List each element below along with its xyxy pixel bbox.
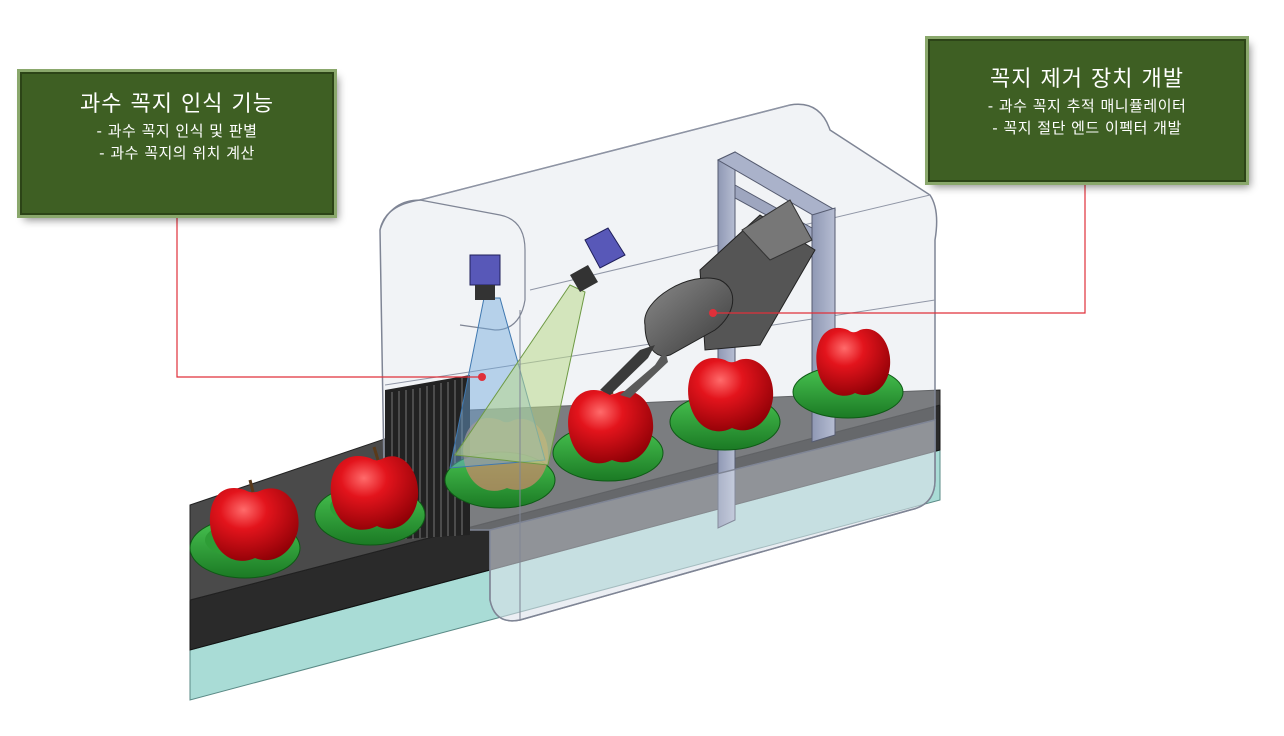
callout-removal-device: 꼭지 제거 장치 개발 - 과수 꼭지 추적 매니퓰레이터 - 꼭지 절단 엔드… (928, 39, 1246, 182)
right-leader-dot (709, 309, 717, 317)
callout-recognition-title: 과수 꼭지 인식 기능 (80, 92, 274, 117)
left-leader-line (176, 215, 480, 378)
callout-recognition-line-2: - 과수 꼭지의 위치 계산 (99, 144, 255, 162)
enclosure-front (489, 310, 936, 622)
apple-icon (209, 479, 299, 561)
callout-recognition: 과수 꼭지 인식 기능 - 과수 꼭지 인식 및 판별 - 과수 꼭지의 위치 … (20, 72, 334, 215)
robot-gripper-icon (600, 199, 816, 398)
apple-trays (189, 327, 904, 579)
camera-icon (469, 254, 501, 300)
apple-icon (688, 358, 774, 432)
apple-icon (330, 446, 419, 530)
left-leader-dot (478, 373, 486, 381)
callout-removal-line-2: - 꼭지 절단 엔드 이펙터 개발 (992, 119, 1182, 137)
camera-icon (570, 227, 626, 292)
right-leader-line (714, 182, 1086, 314)
leader-lines (176, 182, 1086, 381)
callout-removal-title: 꼭지 제거 장치 개발 (990, 67, 1184, 92)
callout-removal-line-1: - 과수 꼭지 추적 매니퓰레이터 (987, 97, 1187, 115)
apple-icon (816, 327, 891, 396)
callout-recognition-line-1: - 과수 꼭지 인식 및 판별 (96, 122, 258, 140)
